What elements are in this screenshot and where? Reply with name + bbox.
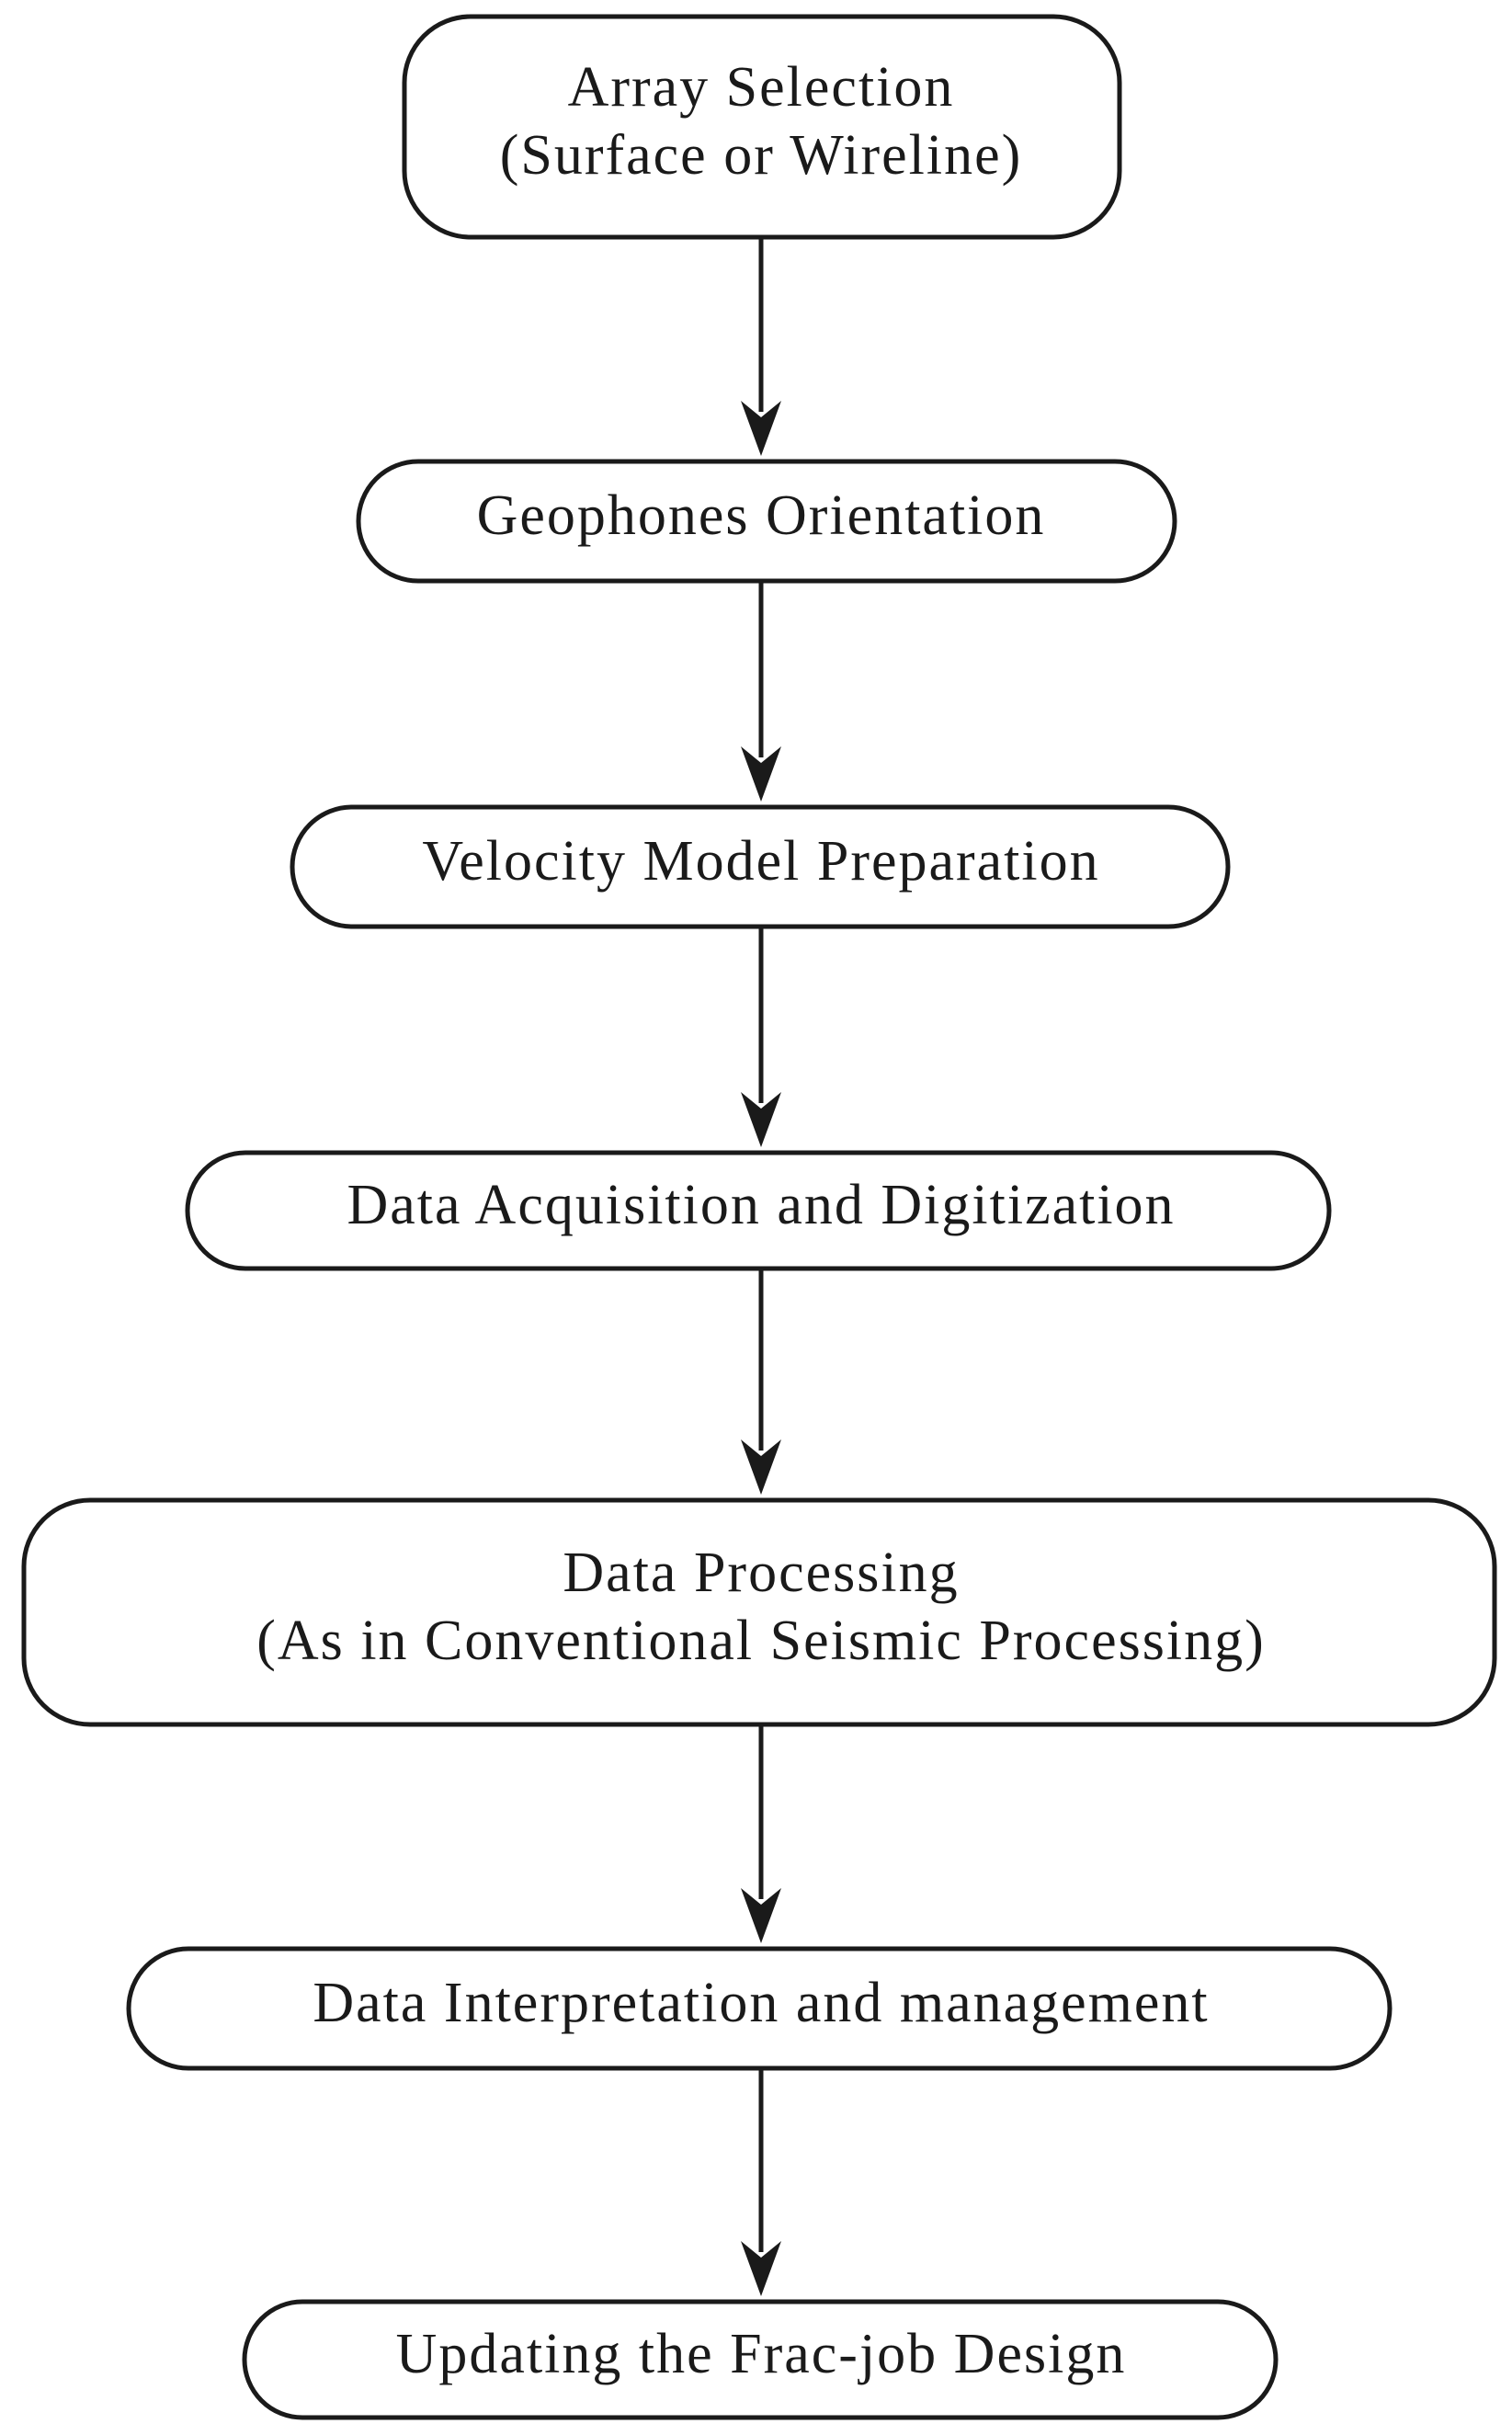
flow-arrow-2 bbox=[741, 581, 781, 802]
flow-step-box bbox=[126, 1946, 1393, 2071]
flow-step-5: Data Processing(As in Conventional Seism… bbox=[21, 1497, 1497, 1727]
flow-step-box bbox=[242, 2299, 1279, 2420]
connectors bbox=[741, 237, 781, 2296]
flow-arrow-5 bbox=[741, 1724, 781, 1943]
flow-arrow-3 bbox=[741, 927, 781, 1147]
flow-step-6: Data Interpretation and management bbox=[126, 1946, 1393, 2071]
flow-step-7: Updating the Frac-job Design bbox=[242, 2299, 1279, 2420]
flow-step-box bbox=[402, 14, 1122, 240]
flow-step-4: Data Acquisition and Digitization bbox=[185, 1150, 1332, 1271]
arrowhead-icon bbox=[741, 401, 781, 456]
flow-step-label: Velocity Model Preparation bbox=[422, 830, 1099, 893]
arrowhead-icon bbox=[741, 1439, 781, 1495]
arrowhead-icon bbox=[741, 1888, 781, 1943]
flow-step-label: Geophones Orientation bbox=[477, 484, 1046, 547]
flow-step-1: Array Selection(Surface or Wireline) bbox=[402, 14, 1122, 240]
arrowhead-icon bbox=[741, 2241, 781, 2296]
flow-arrow-4 bbox=[741, 1269, 781, 1495]
flow-step-box bbox=[21, 1497, 1497, 1727]
flow-arrow-1 bbox=[741, 237, 781, 456]
flow-step-label: (Surface or Wireline) bbox=[500, 124, 1023, 187]
flow-step-label: Data Acquisition and Digitization bbox=[347, 1174, 1175, 1236]
flow-step-2: Geophones Orientation bbox=[356, 459, 1177, 584]
flow-step-label: Updating the Frac-job Design bbox=[396, 2323, 1127, 2385]
flow-step-box bbox=[185, 1150, 1332, 1271]
flow-step-box bbox=[290, 804, 1231, 929]
flow-step-box bbox=[356, 459, 1177, 584]
flow-arrow-6 bbox=[741, 2068, 781, 2296]
arrowhead-icon bbox=[741, 746, 781, 802]
flow-step-label: Array Selection bbox=[568, 56, 955, 119]
flow-step-label: Data Processing bbox=[563, 1542, 959, 1604]
flow-step-label: (As in Conventional Seismic Processing) bbox=[256, 1610, 1265, 1672]
steps: Array Selection(Surface or Wireline) Geop… bbox=[21, 14, 1497, 2420]
arrowhead-icon bbox=[741, 1092, 781, 1147]
flow-step-label: Data Interpretation and management bbox=[313, 1972, 1209, 2034]
flow-step-3: Velocity Model Preparation bbox=[290, 804, 1231, 929]
